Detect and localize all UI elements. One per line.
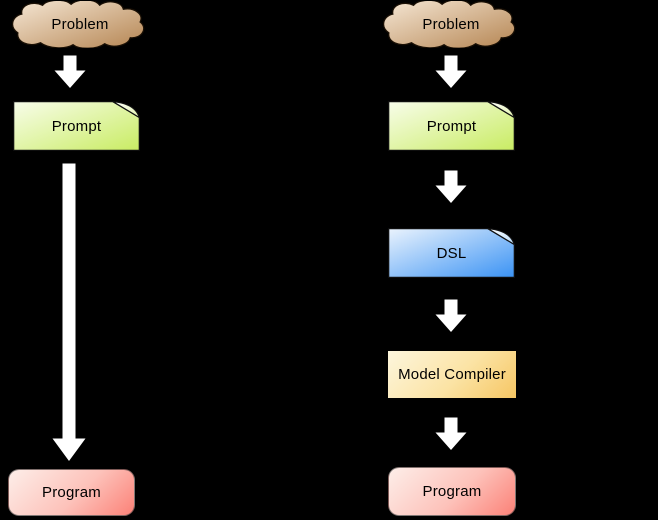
right-model-compiler-label: Model Compiler — [398, 366, 506, 383]
left-program-label: Program — [42, 484, 101, 501]
document-shape — [388, 101, 515, 151]
right-program-label: Program — [422, 483, 482, 500]
cloud-shape — [12, 1, 145, 48]
cloud-shape — [383, 1, 516, 48]
right-down-arrow-icon-1 — [435, 55, 467, 89]
right-down-arrow-icon-2 — [435, 170, 467, 204]
left-down-arrow-icon-1 — [54, 55, 86, 89]
left-long-down-arrow-icon — [52, 163, 86, 462]
right-program-box: Program — [388, 467, 516, 516]
right-dsl-document: DSL — [388, 228, 515, 278]
left-program-box: Program — [8, 469, 135, 516]
right-down-arrow-icon-3 — [435, 299, 467, 333]
right-prompt-document: Prompt — [388, 101, 515, 151]
right-model-compiler-box: Model Compiler — [388, 351, 516, 398]
right-problem-cloud: Problem — [382, 1, 520, 48]
document-shape — [388, 228, 515, 278]
document-shape — [13, 101, 140, 151]
left-prompt-document: Prompt — [13, 101, 140, 151]
right-down-arrow-icon-4 — [435, 417, 467, 451]
left-problem-cloud: Problem — [11, 1, 149, 48]
